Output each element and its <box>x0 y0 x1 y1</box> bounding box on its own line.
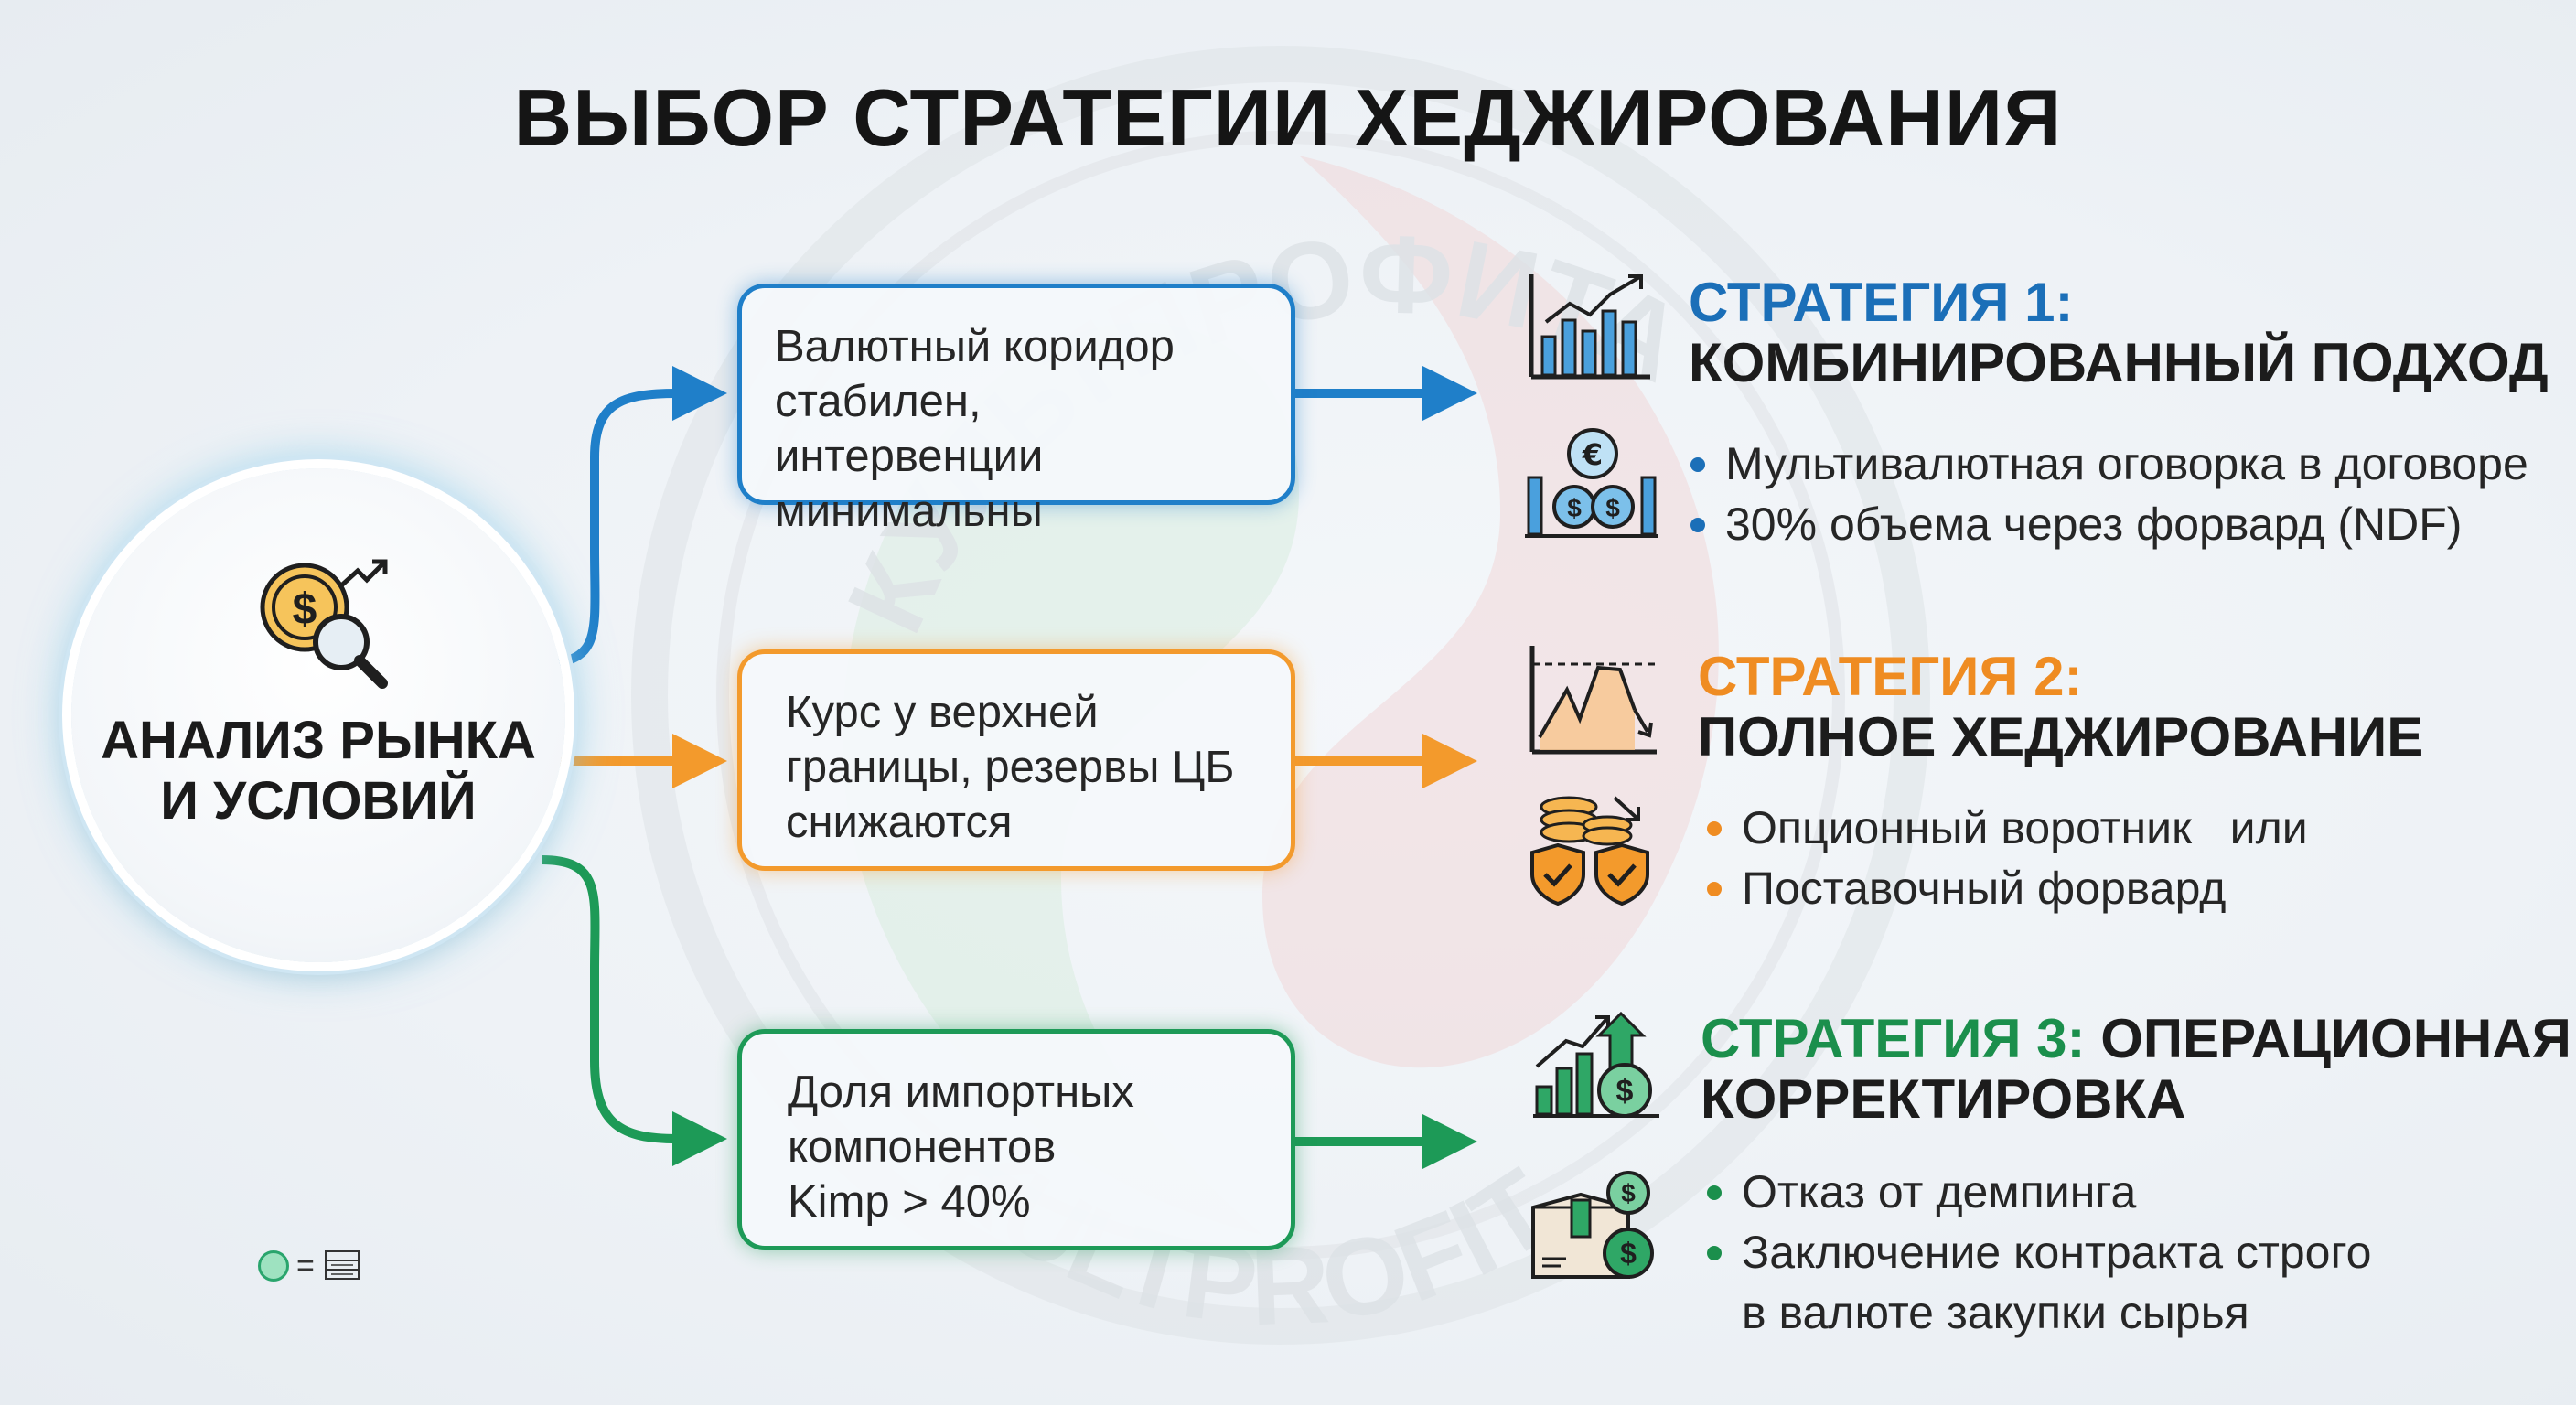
strategy-3-bullet-continuation: в валюте закупки сырья <box>1742 1287 2249 1338</box>
bar-chart-growth-icon <box>1529 274 1650 380</box>
growth-bars-dollar-icon: $ <box>1533 1011 1659 1118</box>
strategy-2-label: СТРАТЕГИЯ 2: <box>1698 646 2083 707</box>
condition-2-line: снижаются <box>786 798 1013 847</box>
page-title: ВЫБОР СТРАТЕГИИ ХЕДЖИРОВАНИЯ <box>513 72 2063 163</box>
strategy-2-name: ПОЛНОЕ ХЕДЖИРОВАНИЕ <box>1698 706 2424 767</box>
condition-3-line: Kimp > 40% <box>788 1177 1031 1227</box>
condition-3-line: компонентов <box>788 1122 1057 1172</box>
strategy-3-bullet: Отказ от демпинга <box>1707 1162 2371 1222</box>
strategy-2-bullets: Опционный воротник или Поставочный форва… <box>1707 798 2308 918</box>
box-dollar-icon: $ $ <box>1531 1171 1654 1279</box>
dollar-coin-magnifier-icon: $ <box>260 559 388 689</box>
strategy-3-heading: СТРАТЕГИЯ 3: ОПЕРАЦИОННАЯ КОРРЕКТИРОВКА <box>1701 1009 2571 1130</box>
condition-2-line: границы, резервы ЦБ <box>786 743 1235 792</box>
coins-shield-icon <box>1530 796 1649 906</box>
svg-text:$: $ <box>1616 1074 1634 1109</box>
condition-box-3: Доля импортных компонентов Kimp > 40% <box>737 1029 1295 1250</box>
connector-blue-in <box>541 366 727 668</box>
condition-1-line: минимальны <box>775 487 1043 536</box>
svg-text:$: $ <box>1605 494 1620 522</box>
market-analysis-node: $ АНАЛИЗ РЫНКА И УСЛОВИЙ <box>71 468 565 962</box>
svg-text:$: $ <box>1621 1179 1636 1207</box>
strategy-2-heading: СТРАТЕГИЯ 2: ПОЛНОЕ ХЕДЖИРОВАНИЕ <box>1698 647 2423 767</box>
svg-text:$: $ <box>293 585 317 634</box>
strategy-1-bullets: Мультивалютная оговорка в договоре 30% о… <box>1690 434 2528 554</box>
strategy-1-heading: СТРАТЕГИЯ 1: КОМБИНИРОВАННЫЙ ПОДХОД <box>1689 273 2549 393</box>
market-analysis-line1: АНАЛИЗ РЫНКА <box>101 711 536 770</box>
currency-exchange-icon: € $ $ <box>1525 428 1658 538</box>
condition-3-line: Доля импортных <box>788 1067 1134 1117</box>
line-chart-collar-icon <box>1530 646 1657 755</box>
strategy-3-name-part2: КОРРЕКТИРОВКА <box>1701 1068 2186 1130</box>
market-analysis-label: АНАЛИЗ РЫНКА И УСЛОВИЙ <box>71 711 565 831</box>
condition-2-line: Курс у верхней <box>786 688 1099 737</box>
legend-equals: = <box>296 1248 315 1283</box>
svg-text:€: € <box>1582 437 1603 472</box>
strategy-3-bullets: Отказ от демпинга Заключение контракта с… <box>1707 1162 2371 1343</box>
strategy-3-label: СТРАТЕГИЯ 3: <box>1701 1008 2086 1069</box>
strategy-1-label: СТРАТЕГИЯ 1: <box>1689 272 2074 333</box>
connector-green-in <box>541 855 727 1166</box>
svg-text:$: $ <box>1620 1237 1637 1270</box>
cash-stack-icon <box>324 1250 360 1280</box>
svg-text:$: $ <box>1567 494 1582 522</box>
condition-1-line: стабилен, интервенции <box>775 377 1044 481</box>
strategy-1-bullet: 30% объема через форвард (NDF) <box>1690 494 2528 554</box>
strategy-2-bullet: Опционный воротник или <box>1707 798 2308 858</box>
strategy-3-bullet: Заключение контракта строго <box>1707 1222 2371 1282</box>
strategy-1-name: КОМБИНИРОВАННЫЙ ПОДХОД <box>1689 332 2549 393</box>
strategy-1-bullet: Мультивалютная оговорка в договоре <box>1690 434 2528 494</box>
strategy-2-bullet: Поставочный форвард <box>1707 858 2308 918</box>
legend-dot <box>258 1250 289 1282</box>
strategy-3-name-part1: ОПЕРАЦИОННАЯ <box>2100 1008 2571 1069</box>
legend: = <box>258 1246 364 1286</box>
condition-box-1: Валютный коридор стабилен, интервенции м… <box>737 284 1295 536</box>
market-analysis-line2: И УСЛОВИЙ <box>160 771 477 831</box>
condition-1-line: Валютный коридор <box>775 322 1175 371</box>
condition-box-2: Курс у верхней границы, резервы ЦБ снижа… <box>737 649 1295 871</box>
